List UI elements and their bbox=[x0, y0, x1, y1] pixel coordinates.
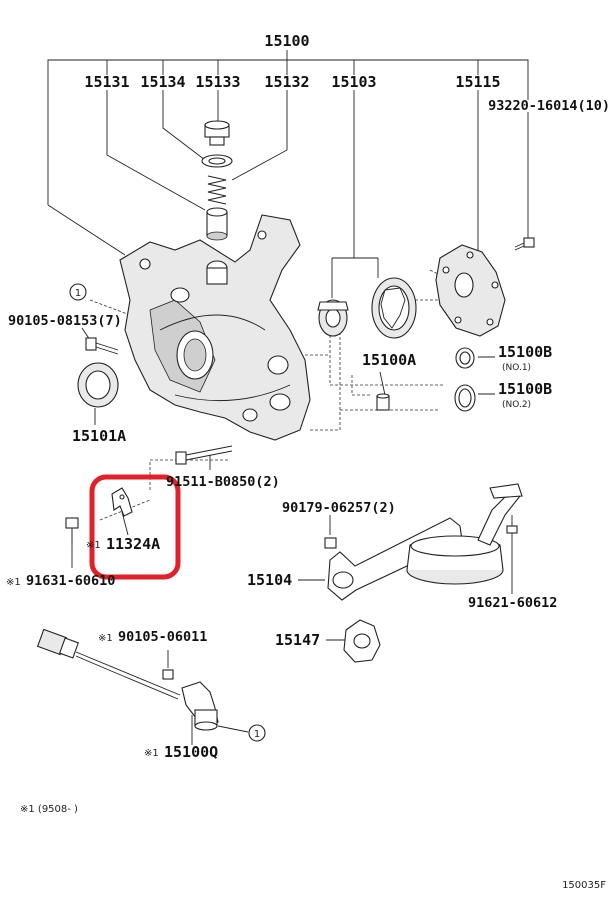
leader-lines bbox=[47, 50, 529, 745]
label-91621-60612: 91621-60612 bbox=[468, 595, 557, 611]
label-15147: 15147 bbox=[275, 631, 320, 649]
pin-15100A bbox=[376, 393, 390, 411]
label-90105-08153: 90105-08153(7) bbox=[8, 313, 122, 329]
diagram-code: 150035F bbox=[562, 880, 606, 891]
label-15115: 15115 bbox=[455, 73, 500, 91]
bracket-11324A bbox=[111, 487, 133, 517]
screw-93220 bbox=[514, 237, 535, 251]
label-90179-06257: 90179-06257(2) bbox=[282, 500, 396, 516]
oil-strainer-15104 bbox=[327, 483, 523, 601]
label-91511-B0850: 91511-B0850(2) bbox=[166, 474, 280, 490]
callout-1-top bbox=[69, 283, 87, 301]
label-15101A: 15101A bbox=[72, 427, 126, 445]
label-15134: 15134 bbox=[140, 73, 185, 91]
oil-seal-15101A bbox=[77, 362, 119, 408]
callout-1-bottom bbox=[248, 724, 266, 742]
label-15131: 15131 bbox=[84, 73, 129, 91]
label-15104: 15104 bbox=[247, 571, 292, 589]
mark-91631: ※1 bbox=[6, 577, 21, 588]
oil-pump-housing bbox=[119, 214, 311, 441]
mark-15100Q: ※1 bbox=[144, 748, 159, 759]
label-15103: 15103 bbox=[331, 73, 376, 91]
highlight-box-11324A bbox=[89, 474, 181, 580]
relief-valve-parts bbox=[201, 120, 233, 241]
label-15100B-no1-sub: (NO.1) bbox=[502, 363, 531, 373]
label-15100B-no2-sub: (NO.2) bbox=[502, 400, 531, 410]
label-15132: 15132 bbox=[264, 73, 309, 91]
label-91631-60610: 91631-60610 bbox=[26, 573, 115, 589]
mark-90105-06011: ※1 bbox=[98, 633, 113, 644]
callout-1-bottom-text: 1 bbox=[254, 729, 260, 740]
label-15100A: 15100A bbox=[362, 351, 416, 369]
o-rings-15100B bbox=[454, 347, 476, 412]
oil-level-sensor-15100Q bbox=[36, 628, 219, 731]
label-15100B-no2: 15100B bbox=[498, 380, 552, 398]
rotor-set bbox=[317, 277, 417, 339]
bolt-91511 bbox=[175, 445, 233, 465]
nut-90179 bbox=[324, 537, 337, 549]
gasket-15147 bbox=[343, 619, 381, 663]
label-15100Q: 15100Q bbox=[164, 743, 218, 761]
label-90105-06011: 90105-06011 bbox=[118, 629, 207, 645]
label-assembly: 15100 bbox=[264, 32, 309, 50]
stud-91621 bbox=[506, 515, 518, 540]
pump-cover-plate bbox=[435, 244, 506, 337]
bolt-91631 bbox=[65, 517, 79, 545]
label-15133: 15133 bbox=[195, 73, 240, 91]
mark-11324A: ※1 bbox=[86, 540, 101, 551]
label-11324A: 11324A bbox=[106, 535, 160, 553]
footnote: ※1 (9508- ) bbox=[20, 804, 78, 815]
callout-1-top-text: 1 bbox=[75, 288, 81, 299]
bolt-90105-08153 bbox=[85, 337, 119, 355]
label-15100B-no1: 15100B bbox=[498, 343, 552, 361]
label-93220-16014: 93220-16014(10) bbox=[488, 98, 610, 114]
